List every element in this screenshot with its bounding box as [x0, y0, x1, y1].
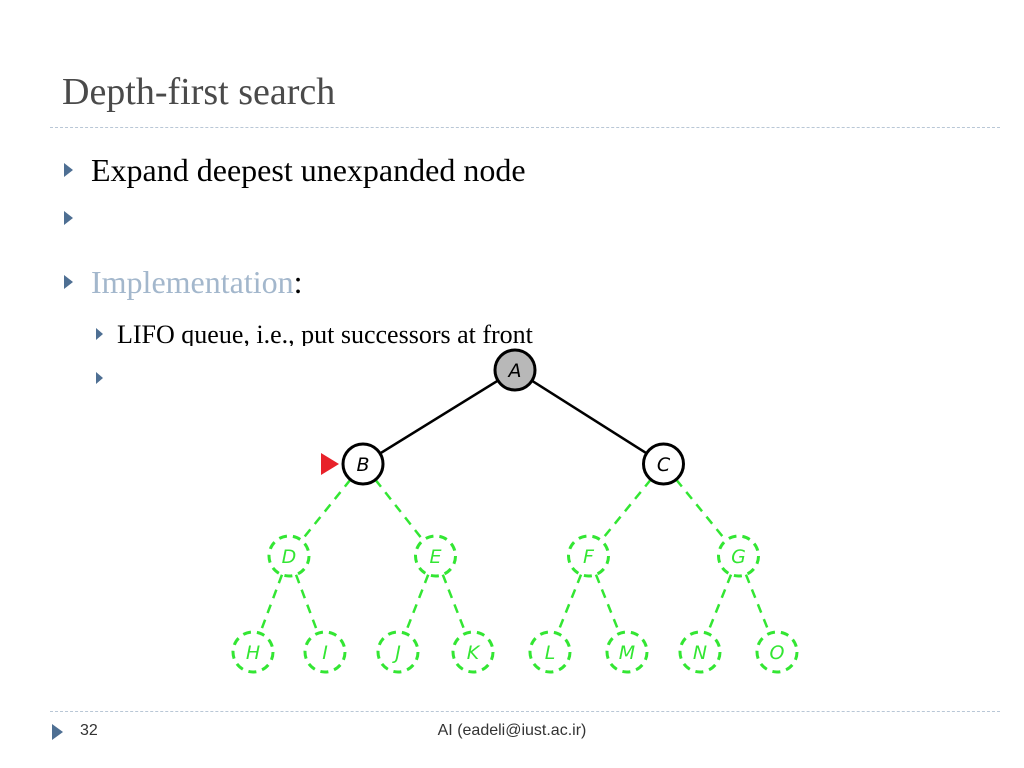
tree-node-label: B — [356, 454, 369, 476]
bullet-arrow-icon — [64, 211, 73, 225]
tree-edge — [294, 574, 320, 634]
tree-node-label: E — [429, 546, 441, 568]
tree-node-o: O — [755, 630, 799, 674]
bullet-item — [64, 211, 91, 225]
tree-edge — [374, 478, 425, 542]
tree-node-circle — [376, 630, 420, 674]
tree-node-circle — [605, 630, 649, 674]
implementation-link[interactable]: Implementation — [91, 264, 294, 300]
slide-title: Depth-first search — [62, 71, 336, 113]
tree-edge — [531, 379, 648, 455]
tree-node-a: A — [493, 348, 537, 392]
tree-node-m: M — [605, 630, 649, 674]
tree-node-circle — [451, 630, 495, 674]
tree-edge — [258, 574, 284, 634]
tree-node-circle — [341, 442, 385, 486]
sub-bullet-item — [96, 372, 117, 384]
tree-edge — [379, 379, 499, 455]
tree-node-circle — [493, 348, 537, 392]
tree-node-f: F — [567, 534, 610, 578]
footer-divider — [50, 711, 1000, 712]
tree-node-k: K — [451, 630, 495, 674]
tree-edge — [600, 478, 652, 542]
footer-credit: AI (eadeli@iust.ac.ir) — [437, 722, 587, 739]
bullet-text: Expand deepest unexpanded node — [91, 152, 526, 188]
tree-node-e: E — [414, 534, 457, 578]
bullet-item: Implementation: — [64, 266, 303, 298]
tree-node-label: M — [619, 642, 635, 664]
tree-edge — [675, 478, 727, 542]
tree-node-n: N — [678, 630, 722, 674]
bullet-arrow-icon — [64, 163, 73, 177]
tree-node-h: H — [231, 630, 275, 674]
title-divider — [50, 127, 1000, 128]
tree-nodes: A B C D E F G H I J K L M N O — [231, 348, 799, 674]
sub-bullet-arrow-icon — [96, 328, 103, 340]
tree-edge — [706, 574, 733, 634]
bullet-text: Implementation: — [91, 266, 303, 298]
bullet-suffix: : — [293, 264, 303, 300]
tree-node-circle — [303, 630, 347, 674]
tree-node-label: D — [282, 546, 297, 568]
tree-node-circle — [717, 534, 760, 578]
tree-node-label: I — [322, 642, 328, 664]
footer-arrow-icon — [52, 724, 63, 740]
tree-node-circle — [678, 630, 722, 674]
current-node-pointer-icon — [321, 453, 339, 475]
tree-node-circle — [231, 630, 275, 674]
tree-node-label: A — [507, 360, 522, 382]
tree-node-b: B — [341, 442, 385, 486]
tree-node-label: L — [545, 642, 556, 664]
tree-edge — [594, 574, 621, 634]
tree-edge — [441, 574, 467, 634]
tree-node-l: L — [528, 630, 572, 674]
sub-bullet-text: LIFO queue, i.e., put successors at fron… — [117, 322, 533, 346]
tree-edge — [556, 574, 583, 634]
tree-node-label: K — [467, 642, 481, 664]
tree-node-i: I — [303, 630, 347, 674]
tree-node-label: C — [657, 454, 671, 476]
tree-node-circle — [528, 630, 572, 674]
tree-node-circle — [414, 534, 457, 578]
tree-node-label: G — [731, 546, 746, 568]
tree-edges — [258, 379, 771, 634]
tree-node-circle — [267, 534, 311, 578]
tree-edge — [744, 574, 771, 634]
tree-node-circle — [755, 630, 799, 674]
tree-node-label: N — [693, 642, 707, 664]
tree-edge — [300, 478, 352, 542]
bullet-item: Expand deepest unexpanded node — [64, 154, 526, 186]
tree-edge — [404, 574, 430, 634]
tree-node-label: O — [770, 642, 785, 664]
tree-node-d: D — [267, 534, 311, 578]
tree-node-g: G — [717, 534, 760, 578]
sub-bullet-arrow-icon — [96, 372, 103, 384]
bullet-arrow-icon — [64, 275, 73, 289]
tree-node-circle — [567, 534, 610, 578]
tree-node-label: F — [583, 546, 595, 568]
tree-node-circle — [642, 442, 685, 486]
tree-node-label: J — [391, 642, 401, 664]
tree-node-c: C — [642, 442, 685, 486]
tree-node-j: J — [376, 630, 420, 674]
tree-node-label: H — [246, 642, 260, 664]
sub-bullet-item: LIFO queue, i.e., put successors at fron… — [96, 322, 533, 346]
page-number: 32 — [80, 722, 98, 739]
